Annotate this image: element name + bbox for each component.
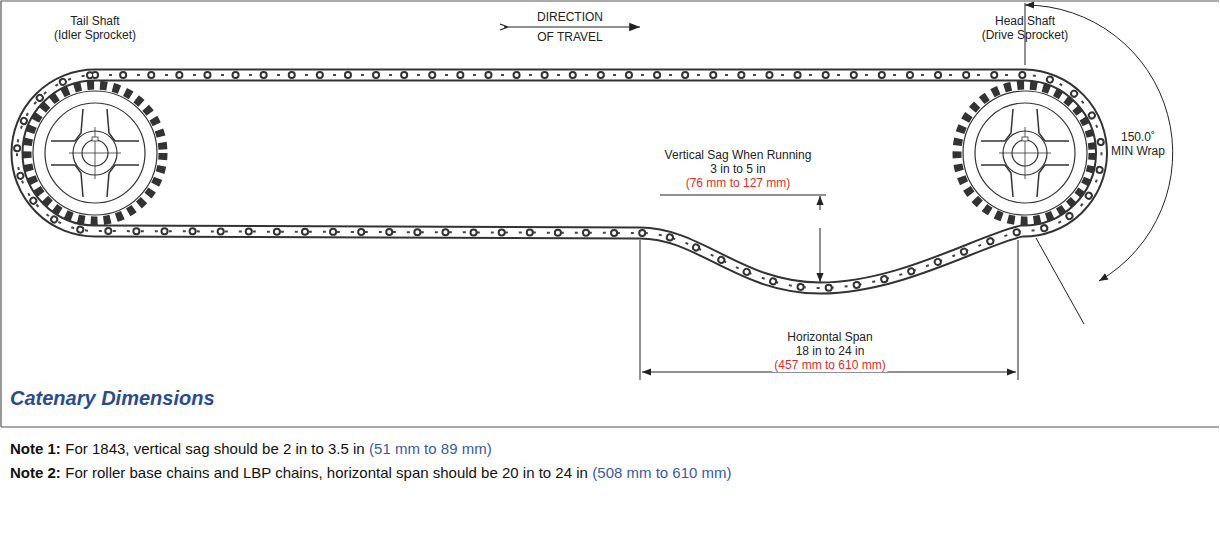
dimension-metric: (457 mm to 610 mm) [772, 358, 887, 372]
dimension-metric: (76 mm to 127 mm) [684, 176, 793, 190]
note-metric: (508 mm to 610 mm) [592, 464, 731, 481]
dimension-label: Vertical Sag When Running [663, 148, 814, 162]
direction-label: DIRECTION [537, 10, 603, 24]
note-line: Note 1: For 1843, vertical sag should be… [10, 440, 492, 458]
angle-dimension: 150.0˚ [1121, 130, 1155, 144]
dimension-value: 18 in to 24 in [794, 344, 867, 358]
note-line: Note 2: For roller base chains and LBP c… [10, 464, 732, 482]
shaft-label: Head Shaft [995, 14, 1055, 28]
note-number: Note 1: [10, 440, 61, 457]
dimension-value: 3 in to 5 in [708, 162, 767, 176]
note-text: For roller base chains and LBP chains, h… [65, 464, 588, 481]
direction-label: OF TRAVEL [537, 30, 603, 44]
dimension-label: Horizontal Span [785, 330, 874, 344]
shaft-label: (Idler Sprocket) [54, 28, 136, 42]
note-text: For 1843, vertical sag should be 2 in to… [65, 440, 364, 457]
note-number: Note 2: [10, 464, 61, 481]
angle-dimension: MIN Wrap [1111, 144, 1165, 158]
shaft-label: (Drive Sprocket) [982, 28, 1069, 42]
note-metric: (51 mm to 89 mm) [369, 440, 492, 457]
figure-caption: Catenary Dimensions [10, 386, 215, 410]
shaft-label: Tail Shaft [70, 14, 119, 28]
